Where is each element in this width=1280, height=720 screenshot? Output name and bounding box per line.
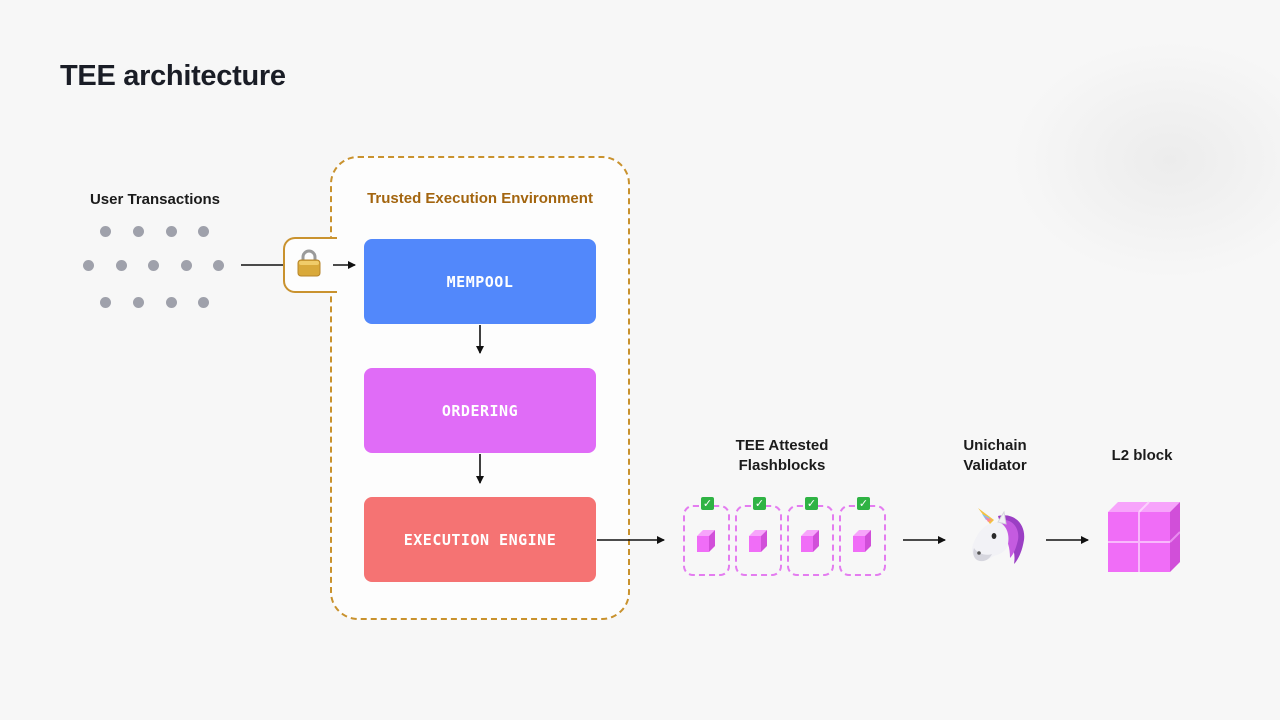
check-icon: ✓: [701, 497, 714, 510]
cube-icon: [749, 530, 767, 552]
transaction-dot: [166, 297, 177, 308]
validator-label-line2: Validator: [963, 457, 1027, 474]
lock-icon: [297, 249, 321, 277]
transaction-dot: [100, 226, 111, 237]
stage-execution-engine: EXECUTION ENGINE: [364, 497, 596, 582]
stage-ordering: ORDERING: [364, 368, 596, 453]
tee-label: Trusted Execution Environment: [367, 190, 593, 207]
transaction-dot: [116, 260, 127, 271]
stage-mempool-label: MEMPOOL: [446, 272, 514, 291]
unicorn-icon: [972, 508, 1025, 564]
stacked-cubes-icon: [1108, 501, 1180, 572]
flashblocks-label-line1: TEE Attested: [735, 437, 829, 454]
flashblocks-label-line2: Flashblocks: [738, 457, 826, 474]
transaction-dot: [133, 226, 144, 237]
transaction-dot: [198, 297, 209, 308]
validator-label: Unichain Validator: [935, 436, 1055, 476]
flashblocks-label: TEE Attested Flashblocks: [700, 436, 864, 476]
transaction-dot: [166, 226, 177, 237]
stage-mempool: MEMPOOL: [364, 239, 596, 324]
transaction-dot: [181, 260, 192, 271]
check-icon: ✓: [753, 497, 766, 510]
tab-seam: [328, 241, 334, 289]
transaction-dot: [133, 297, 144, 308]
stage-execution-engine-label: EXECUTION ENGINE: [403, 530, 557, 549]
transaction-dot: [198, 226, 209, 237]
transaction-dot: [213, 260, 224, 271]
background-glow: [1010, 40, 1280, 280]
stage-ordering-label: ORDERING: [441, 401, 519, 420]
user-transactions-label: User Transactions: [89, 191, 221, 208]
transaction-dot: [83, 260, 94, 271]
check-icon: ✓: [857, 497, 870, 510]
l2-block-label: L2 block: [1111, 447, 1173, 464]
cube-icon: [697, 530, 715, 552]
transaction-dot: [100, 297, 111, 308]
page-title: TEE architecture: [60, 60, 286, 92]
cube-icon: [853, 530, 871, 552]
validator-label-line1: Unichain: [963, 437, 1027, 454]
cube-icon: [801, 530, 819, 552]
transaction-dot: [148, 260, 159, 271]
check-icon: ✓: [805, 497, 818, 510]
